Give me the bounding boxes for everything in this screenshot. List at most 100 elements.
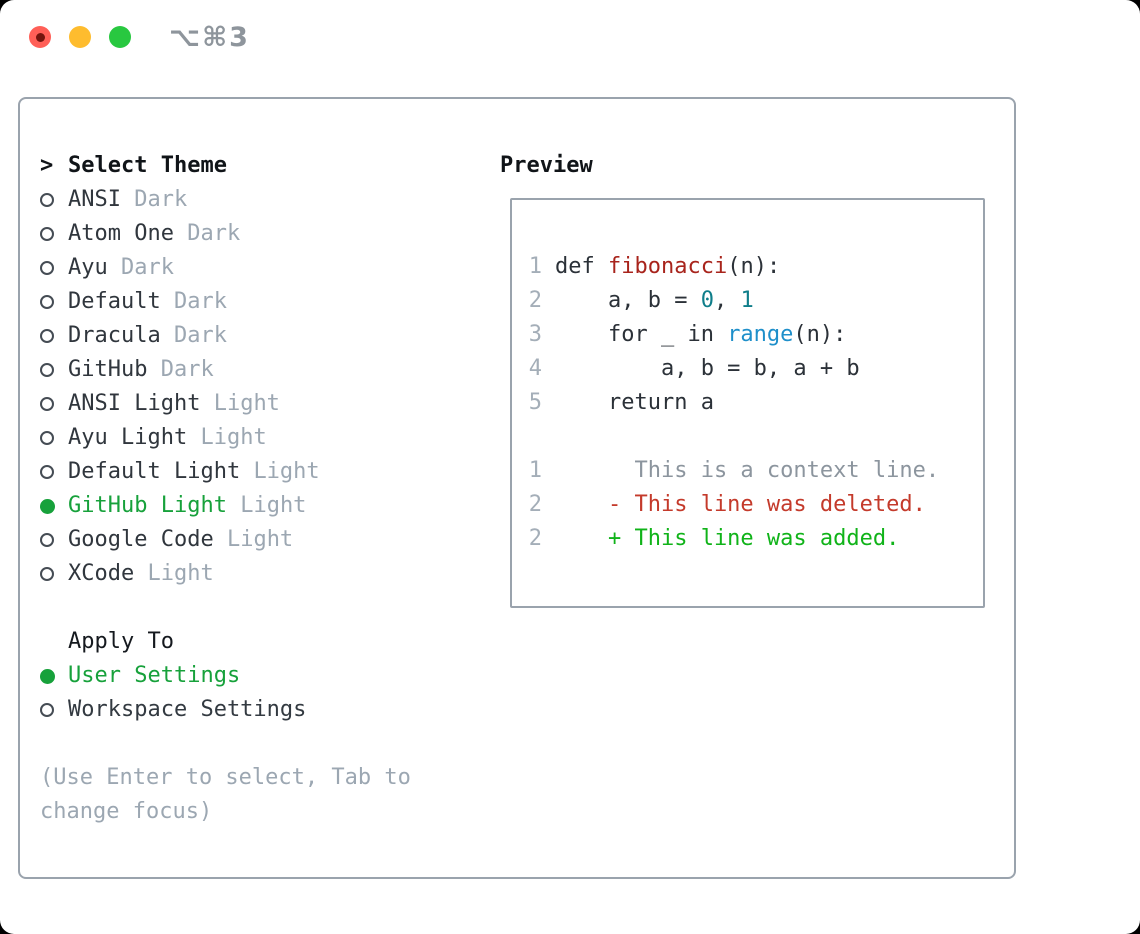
token-builtin: range	[727, 322, 794, 347]
theme-name: Default Light	[68, 459, 241, 484]
minimize-button[interactable]	[69, 26, 91, 48]
theme-option-github[interactable]: GitHub Dark	[40, 353, 500, 387]
theme-list-header: > Select Theme	[40, 149, 500, 183]
theme-name: Atom One	[68, 221, 174, 246]
theme-option-ansi[interactable]: ANSI Dark	[40, 183, 500, 217]
token-number: 1	[740, 288, 754, 313]
preview-title: Preview	[500, 153, 593, 178]
token-function: fibonacci	[607, 254, 728, 279]
theme-option-default[interactable]: Default Dark	[40, 285, 500, 319]
theme-name: ANSI Light	[68, 391, 201, 416]
apply-to-header: Apply To	[68, 629, 174, 654]
token-text: def	[555, 254, 608, 279]
radio-icon	[40, 227, 54, 241]
code-text: This is a context line.	[555, 454, 939, 488]
theme-name: GitHub	[68, 357, 148, 382]
theme-variant: Light	[226, 527, 294, 552]
theme-option-xcode[interactable]: XCode Light	[40, 557, 500, 591]
theme-name: ANSI	[68, 187, 121, 212]
token-text: a, b = b, a + b	[555, 356, 860, 381]
unsaved-dot-icon	[35, 32, 45, 42]
radio-icon	[40, 363, 54, 377]
token-text: for _ in	[555, 322, 728, 347]
window-title: ⌥⌘3	[169, 21, 250, 53]
radio-icon	[40, 193, 54, 207]
help-text: (Use Enter to select, Tab to change focu…	[40, 765, 411, 824]
code-text: return a	[555, 386, 714, 420]
token-context: This is a context line.	[555, 458, 940, 483]
theme-option-github-light[interactable]: GitHub Light Light	[40, 489, 500, 523]
line-number: 2	[528, 492, 542, 517]
theme-name: Google Code	[68, 527, 214, 552]
theme-variant: Light	[147, 561, 214, 586]
theme-name: Ayu	[68, 255, 108, 280]
theme-name: Dracula	[68, 323, 161, 348]
theme-variant: Light	[213, 391, 280, 416]
theme-variant: Dark	[160, 357, 214, 382]
line-number	[528, 420, 542, 454]
code-line: 2 - This line was deleted.	[528, 488, 983, 522]
close-button[interactable]	[29, 26, 51, 48]
maximize-button[interactable]	[109, 26, 131, 48]
token-deleted: - This line was deleted.	[555, 492, 926, 517]
code-line: 5 return a	[528, 386, 983, 420]
code-line: 2 a, b = 0, 1	[528, 284, 983, 318]
apply-option-user-settings[interactable]: User Settings	[40, 659, 500, 693]
radio-icon	[40, 567, 54, 581]
radio-icon	[40, 329, 54, 343]
theme-name: GitHub Light	[68, 493, 227, 518]
token-text: ,	[713, 288, 741, 313]
theme-name: Ayu Light	[68, 425, 188, 450]
radio-icon	[40, 533, 54, 547]
theme-option-ayu-light[interactable]: Ayu Light Light	[40, 421, 500, 455]
code-line: 1 This is a context line.	[528, 454, 983, 488]
code-text: - This line was deleted.	[555, 488, 926, 522]
radio-icon	[40, 397, 54, 411]
window-titlebar: ⌥⌘3	[0, 0, 1140, 74]
theme-variant: Light	[200, 425, 267, 450]
radio-selected-icon	[40, 668, 55, 684]
theme-variant: Dark	[173, 323, 227, 348]
token-text: return a	[555, 390, 714, 415]
focus-caret-icon: >	[40, 153, 54, 178]
code-text: def fibonacci(n):	[555, 250, 780, 284]
theme-name: XCode	[68, 561, 135, 586]
code-line: 1 def fibonacci(n):	[528, 250, 983, 284]
line-number: 5	[528, 390, 542, 415]
code-text: for _ in range(n):	[555, 318, 846, 352]
theme-option-ansi-light[interactable]: ANSI Light Light	[40, 387, 500, 421]
code-line: 4 a, b = b, a + b	[528, 352, 983, 386]
theme-option-ayu[interactable]: Ayu Dark	[40, 251, 500, 285]
theme-option-atom-one[interactable]: Atom One Dark	[40, 217, 500, 251]
code-line	[528, 420, 983, 454]
code-line: 3 for _ in range(n):	[528, 318, 983, 352]
theme-option-dracula[interactable]: Dracula Dark	[40, 319, 500, 353]
token-text: (n):	[793, 322, 847, 347]
code-text: + This line was added.	[555, 522, 899, 556]
theme-variant: Dark	[134, 187, 188, 212]
apply-option-workspace-settings[interactable]: Workspace Settings	[40, 693, 500, 727]
code-text: a, b = b, a + b	[555, 352, 860, 386]
radio-icon	[40, 465, 54, 479]
line-number: 2	[528, 288, 542, 313]
theme-variant: Dark	[187, 221, 241, 246]
theme-variant: Light	[240, 493, 307, 518]
token-text: (n):	[727, 254, 781, 279]
token-text: a, b =	[555, 288, 701, 313]
theme-option-google-code[interactable]: Google Code Light	[40, 523, 500, 557]
theme-name: Default	[68, 289, 161, 314]
radio-selected-icon	[40, 498, 55, 514]
line-number: 4	[528, 356, 542, 381]
line-number: 2	[528, 526, 542, 551]
radio-icon	[40, 295, 54, 309]
theme-variant: Dark	[121, 255, 174, 280]
theme-option-default-light[interactable]: Default Light Light	[40, 455, 500, 489]
apply-option-label: Workspace Settings	[68, 697, 307, 722]
line-number: 1	[528, 254, 542, 279]
